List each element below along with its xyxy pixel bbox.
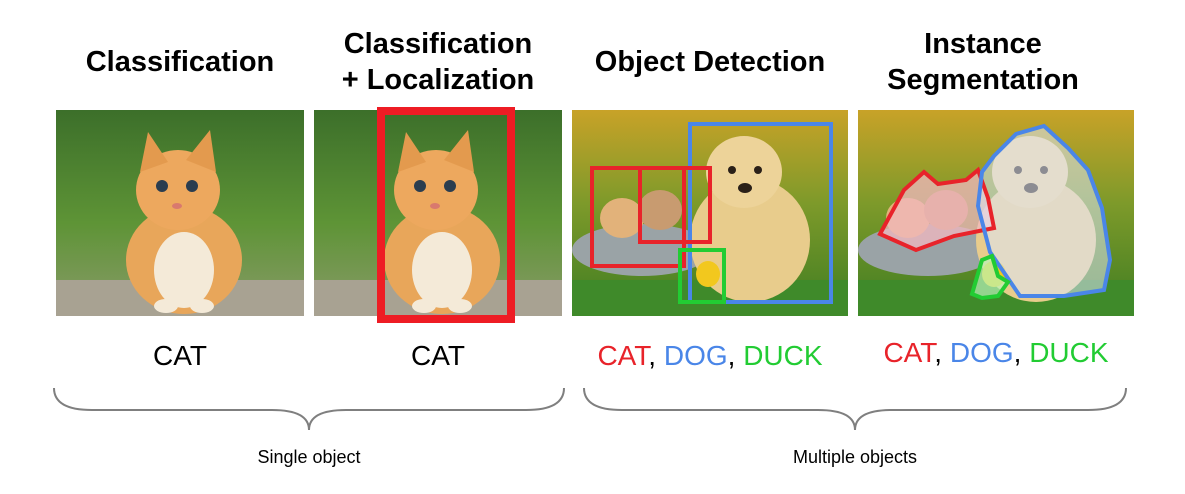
col3-part-2: DOG [663, 340, 728, 371]
label-detection: CAT, DOG, DUCK [570, 340, 850, 372]
pets-detection-photo [572, 110, 848, 316]
col4-part-0: CAT [883, 337, 935, 368]
kitten-photo [56, 110, 304, 316]
pets-image [858, 110, 1134, 316]
single-object-brace [53, 387, 565, 431]
col4-part-3: , [1013, 337, 1030, 368]
col4-part-4: DUCK [1029, 337, 1109, 368]
kitten-localization-photo [314, 110, 562, 316]
kitten-image [56, 110, 304, 316]
label-cat-2: CAT [411, 340, 465, 371]
title-instance-segmentation: Instance Segmentation [887, 28, 1079, 96]
col4-part-1: , [934, 337, 950, 368]
title-classification: Classification [85, 46, 275, 78]
pets-segmentation-photo [858, 110, 1134, 316]
title-object-detection: Object Detection [594, 46, 826, 78]
title-classification-localization: Classification + Localization [341, 28, 535, 96]
pets-image [572, 110, 848, 316]
label-cat-1: CAT [153, 340, 207, 371]
col3-part-0: CAT [597, 340, 649, 371]
label-segmentation: CAT, DOG, DUCK [858, 337, 1134, 369]
col3-part-1: , [648, 340, 664, 371]
multiple-objects-label: Multiple objects [792, 447, 918, 467]
col4-part-2: DOG [949, 337, 1014, 368]
kitten-image [314, 110, 562, 316]
col3-part-4: DUCK [743, 340, 823, 371]
multiple-objects-brace [583, 387, 1127, 431]
col3-part-3: , [727, 340, 744, 371]
single-object-label: Single object [257, 447, 361, 467]
